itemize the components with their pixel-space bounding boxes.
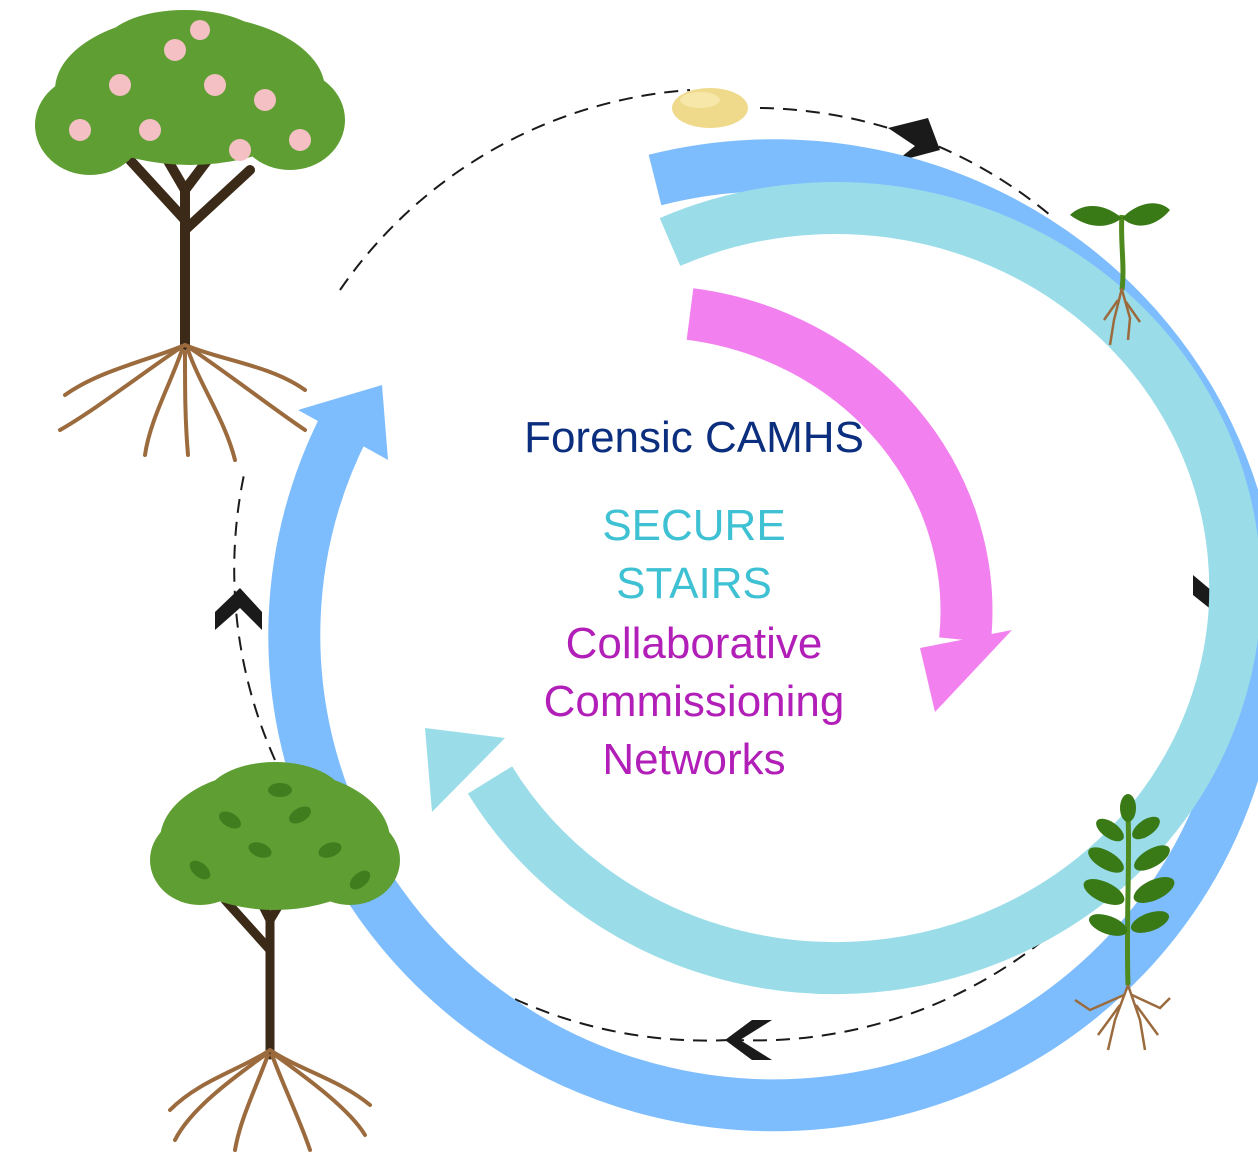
center-label-group: Forensic CAMHS SECURE STAIRS Collaborati… (524, 413, 864, 784)
flowering-tree-icon (35, 10, 345, 462)
chevron-up-icon (215, 588, 262, 630)
forensic-camhs-label: Forensic CAMHS (524, 413, 864, 462)
seed-icon (672, 88, 748, 128)
secure-label: SECURE (602, 501, 785, 550)
chevron-right-icon (888, 118, 940, 162)
chevron-left-icon (725, 1020, 772, 1060)
middle-ring-arrow (425, 182, 1258, 995)
collaborative-label: Collaborative (566, 619, 823, 668)
sprout-icon (1070, 203, 1170, 346)
inner-ring-arrow (686, 288, 1012, 712)
networks-label: Networks (602, 735, 785, 784)
commissioning-label: Commissioning (544, 677, 845, 726)
young-tree-icon (150, 762, 400, 1152)
stairs-label: STAIRS (616, 559, 772, 608)
seedling-icon (1074, 794, 1175, 1051)
